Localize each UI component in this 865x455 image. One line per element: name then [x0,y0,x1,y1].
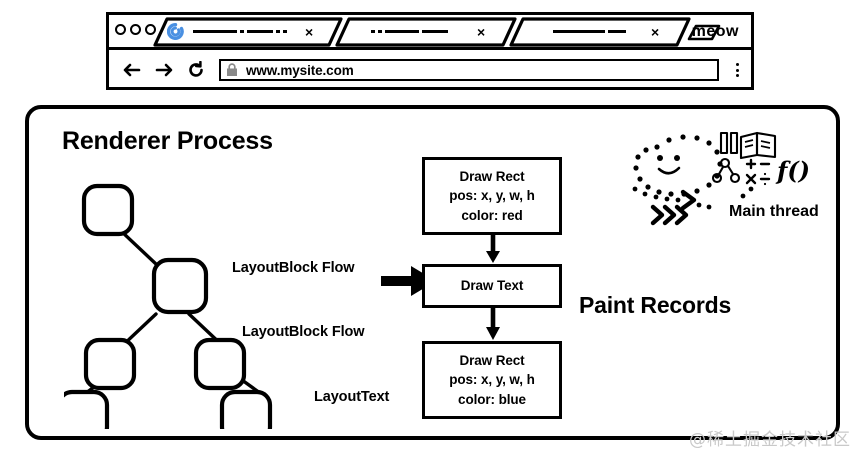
tab-close-icon[interactable]: × [651,24,660,40]
thought-trail [632,186,754,226]
tree-node-block-3 [193,337,247,391]
paint-record-line: pos: x, y, w, h [449,188,535,204]
tree-node-text-2 [219,389,273,429]
paint-record-draw-rect-blue: Draw Rect pos: x, y, w, h color: blue [422,341,562,419]
blue-swirl-favicon-icon [167,23,184,40]
down-arrow-icon [486,235,500,263]
ruler-pencil-icon [719,131,739,155]
window-controls [115,24,156,35]
window-control-close[interactable] [115,24,126,35]
arrow-right-icon [155,63,173,77]
thinking-face-icon: f() [632,131,810,226]
tree-node-root [81,183,135,237]
arrow-left-icon [123,63,141,77]
open-book-icon [739,131,777,160]
thought-icons: f() [711,131,810,186]
url-bar[interactable]: www.mysite.com [219,59,719,81]
tree-nodes [64,183,273,429]
layout-tree-diagram: LayoutBlock Flow LayoutBlock Flow Layout… [64,164,394,429]
back-button[interactable] [119,57,145,83]
dotted-head-outline [633,134,723,197]
reload-button[interactable] [183,57,209,83]
paint-record-line: color: red [461,207,523,223]
layout-tree-graphic [64,183,273,429]
window-control-maximize[interactable] [145,24,156,35]
browser-brand-label: meow [691,23,739,40]
tab-title-placeholder [193,30,287,33]
window-control-minimize[interactable] [130,24,141,35]
watermark: @稀土掘金技术社区 [689,430,851,450]
reload-icon [189,61,203,77]
tree-node-block-2 [83,337,137,391]
paint-record-line: color: blue [458,391,526,407]
browser-tab-second[interactable]: × [335,17,517,47]
down-arrow-icon [486,308,500,340]
tree-graph-icon [711,157,741,184]
browser-tab-active[interactable]: × [153,17,343,47]
paint-record-line: Draw Rect [459,168,525,184]
tree-label-layout-block-flow-2: LayoutBlock Flow [242,324,365,340]
renderer-process-panel: Renderer Process LayoutBlock Flow [25,105,840,440]
tab-strip: × × × [109,15,751,50]
svg-text:f(): f() [775,156,810,185]
kebab-dot [735,74,739,77]
url-text: www.mysite.com [246,62,354,78]
tab-title-placeholder [553,30,626,33]
tree-node-block-1 [151,257,209,315]
tree-label-layout-text: LayoutText [314,389,390,405]
tree-node-text-1 [64,389,110,429]
paint-record-line: Draw Text [460,278,524,294]
tab-title-placeholder [371,30,448,33]
main-thread-label: Main thread [729,203,819,220]
paint-record-draw-rect-red: Draw Rect pos: x, y, w, h color: red [422,157,562,235]
paint-record-line: pos: x, y, w, h [449,372,535,388]
paint-record-draw-text: Draw Text [422,264,562,308]
tab-close-icon[interactable]: × [477,24,486,40]
browser-toolbar: www.mysite.com [109,50,751,90]
paint-record-line: Draw Rect [459,352,525,368]
tab-close-icon[interactable]: × [305,24,314,40]
math-operators-icon [745,158,771,186]
renderer-process-title: Renderer Process [62,127,273,155]
browser-window: × × × [106,12,754,90]
kebab-dot [735,68,739,72]
tree-label-layout-block-flow-1: LayoutBlock Flow [232,260,355,276]
paint-records-title: Paint Records [579,292,732,318]
kebab-dot [735,63,739,66]
face-features [657,155,681,175]
new-tab-icon[interactable] [687,24,721,41]
chevrons [650,204,689,226]
forward-button[interactable] [151,57,177,83]
function-icon: f() [775,156,810,185]
browser-tab-third[interactable]: × [509,17,691,47]
kebab-menu-icon[interactable] [729,63,745,77]
lock-icon [227,63,237,76]
